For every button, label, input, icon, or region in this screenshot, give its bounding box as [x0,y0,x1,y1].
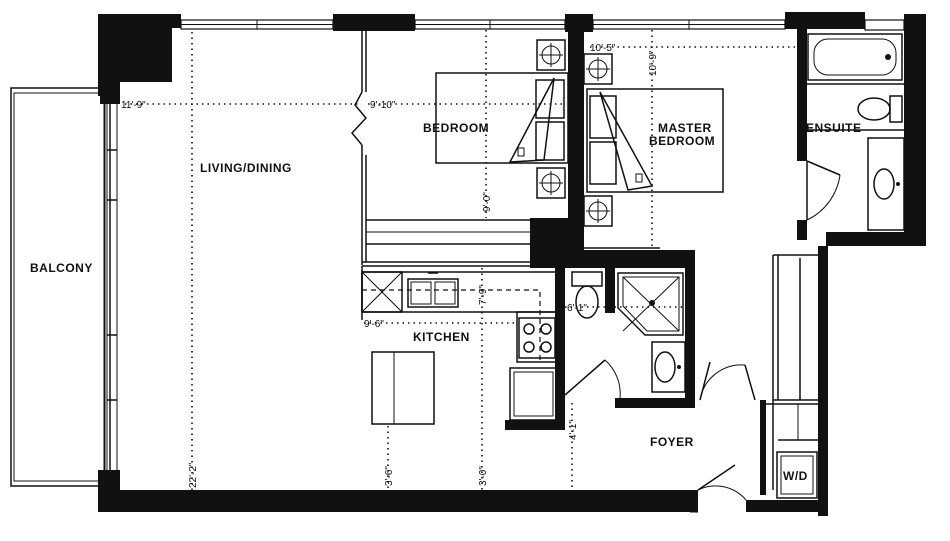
dim-living-length: 22'-2" [188,462,199,488]
room-label-ensuite: ENSUITE [806,121,862,135]
kitchen-fixtures [361,266,558,425]
windows [107,19,905,470]
ensuite-fixtures [807,33,905,231]
sink-icon [407,272,459,308]
toilet-icon [857,95,903,123]
dim-living-width: 11'-9" [121,100,146,111]
room-label-wd: W/D [783,469,808,483]
dim-master-length: 10'-9" [648,50,659,76]
dim-kitchen-width: 9'-6" [364,319,384,330]
dim-foyer-clear: 4'-1" [568,420,579,440]
sink-icon [867,137,905,231]
stove-icon [518,317,556,359]
lamp-icon [583,53,613,85]
lamp-icon [536,167,566,199]
lamp-icon [536,39,566,71]
bathtub-icon [807,33,903,81]
room-label-master: MASTER [658,121,712,135]
dim-kitchen-depth: 7'-9" [478,285,489,305]
doors [351,91,841,513]
balcony [10,87,111,487]
washer-dryer [776,451,818,499]
interior-walls [361,29,904,495]
sink-icon [651,341,686,393]
bedroom-furniture [435,39,569,199]
shower-icon [617,272,684,336]
dim-bedroom-depth: 9'-0" [482,192,493,212]
room-label-bedroom: BEDROOM [423,121,489,135]
dim-master-width: 10'-5" [590,43,616,54]
room-label-master-bedroom: BEDROOM [649,134,715,148]
dim-bedroom-width: 9'-10" [370,100,396,111]
lamp-icon [583,195,613,227]
toilet-icon [571,271,603,319]
fridge-icon [361,271,403,313]
room-label-kitchen: KITCHEN [413,330,470,344]
dim-counter-clear: 3'-0" [478,466,489,486]
room-label-living-dining: LIVING/DINING [200,161,292,175]
dim-bath-width: 6'-1" [567,303,587,314]
master-furniture [583,53,724,227]
dim-island-clear: 3'-6" [384,466,395,486]
bath-fixtures [571,271,686,393]
dimension-lines [125,30,795,490]
room-label-foyer: FOYER [650,435,694,449]
room-label-balcony: BALCONY [30,261,93,275]
